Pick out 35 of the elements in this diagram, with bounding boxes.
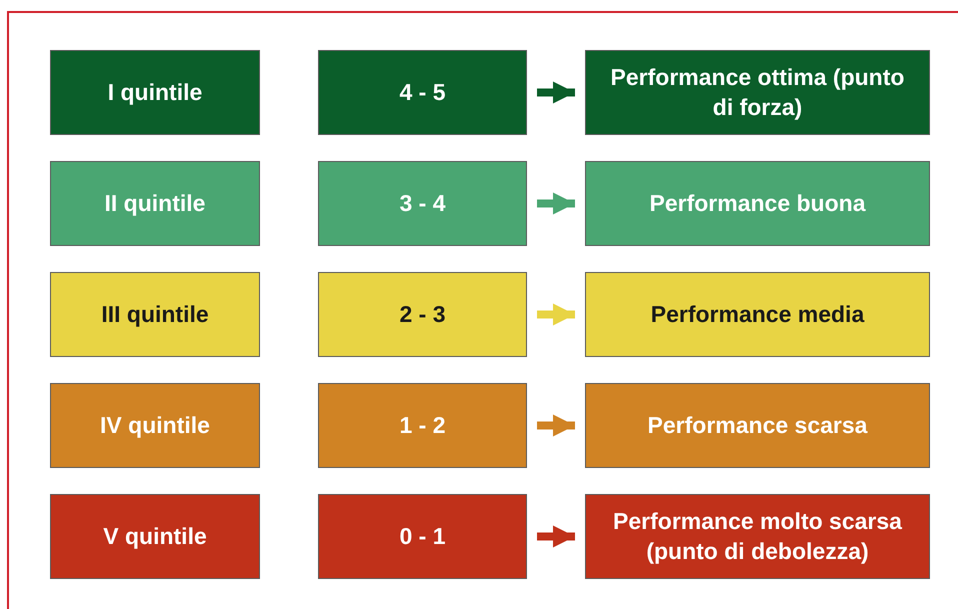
box-label: II quintile: [104, 188, 206, 218]
label-box: [318, 383, 527, 468]
box-label: IV quintile: [100, 410, 210, 440]
label-box: [50, 272, 260, 357]
box-label: Performance molto scarsa (punto di debolezza): [612, 506, 903, 566]
label-box: [585, 383, 930, 468]
arrow: [537, 526, 575, 548]
box-label: 3 - 4: [399, 188, 446, 218]
label-box: [585, 50, 930, 135]
label-box: [50, 50, 260, 135]
arrow: [537, 192, 575, 214]
box-label: I quintile: [108, 78, 202, 107]
label-box: [50, 383, 260, 468]
label-box: [318, 161, 527, 246]
box-label: Performance media: [650, 300, 864, 329]
box-label: Performance buona: [650, 188, 866, 218]
box-label: III quintile: [101, 300, 209, 329]
label-box: [585, 272, 930, 357]
arrow: [537, 304, 575, 326]
box-label: Performance scarsa: [648, 410, 868, 440]
box-label: 2 - 3: [399, 300, 446, 329]
label-box: [50, 494, 260, 579]
label-box: [318, 50, 527, 135]
label-box: [318, 494, 527, 579]
arrow: [537, 82, 575, 104]
label-box: [585, 494, 930, 579]
box-label: 0 - 1: [399, 522, 446, 551]
box-label: 4 - 5: [399, 78, 446, 107]
box-label: 1 - 2: [399, 410, 446, 440]
label-box: [585, 161, 930, 246]
arrow: [537, 414, 575, 436]
box-label: V quintile: [103, 522, 207, 551]
box-label: Performance ottima (punto di forza): [610, 62, 906, 122]
label-box: [50, 161, 260, 246]
label-box: [318, 272, 527, 357]
